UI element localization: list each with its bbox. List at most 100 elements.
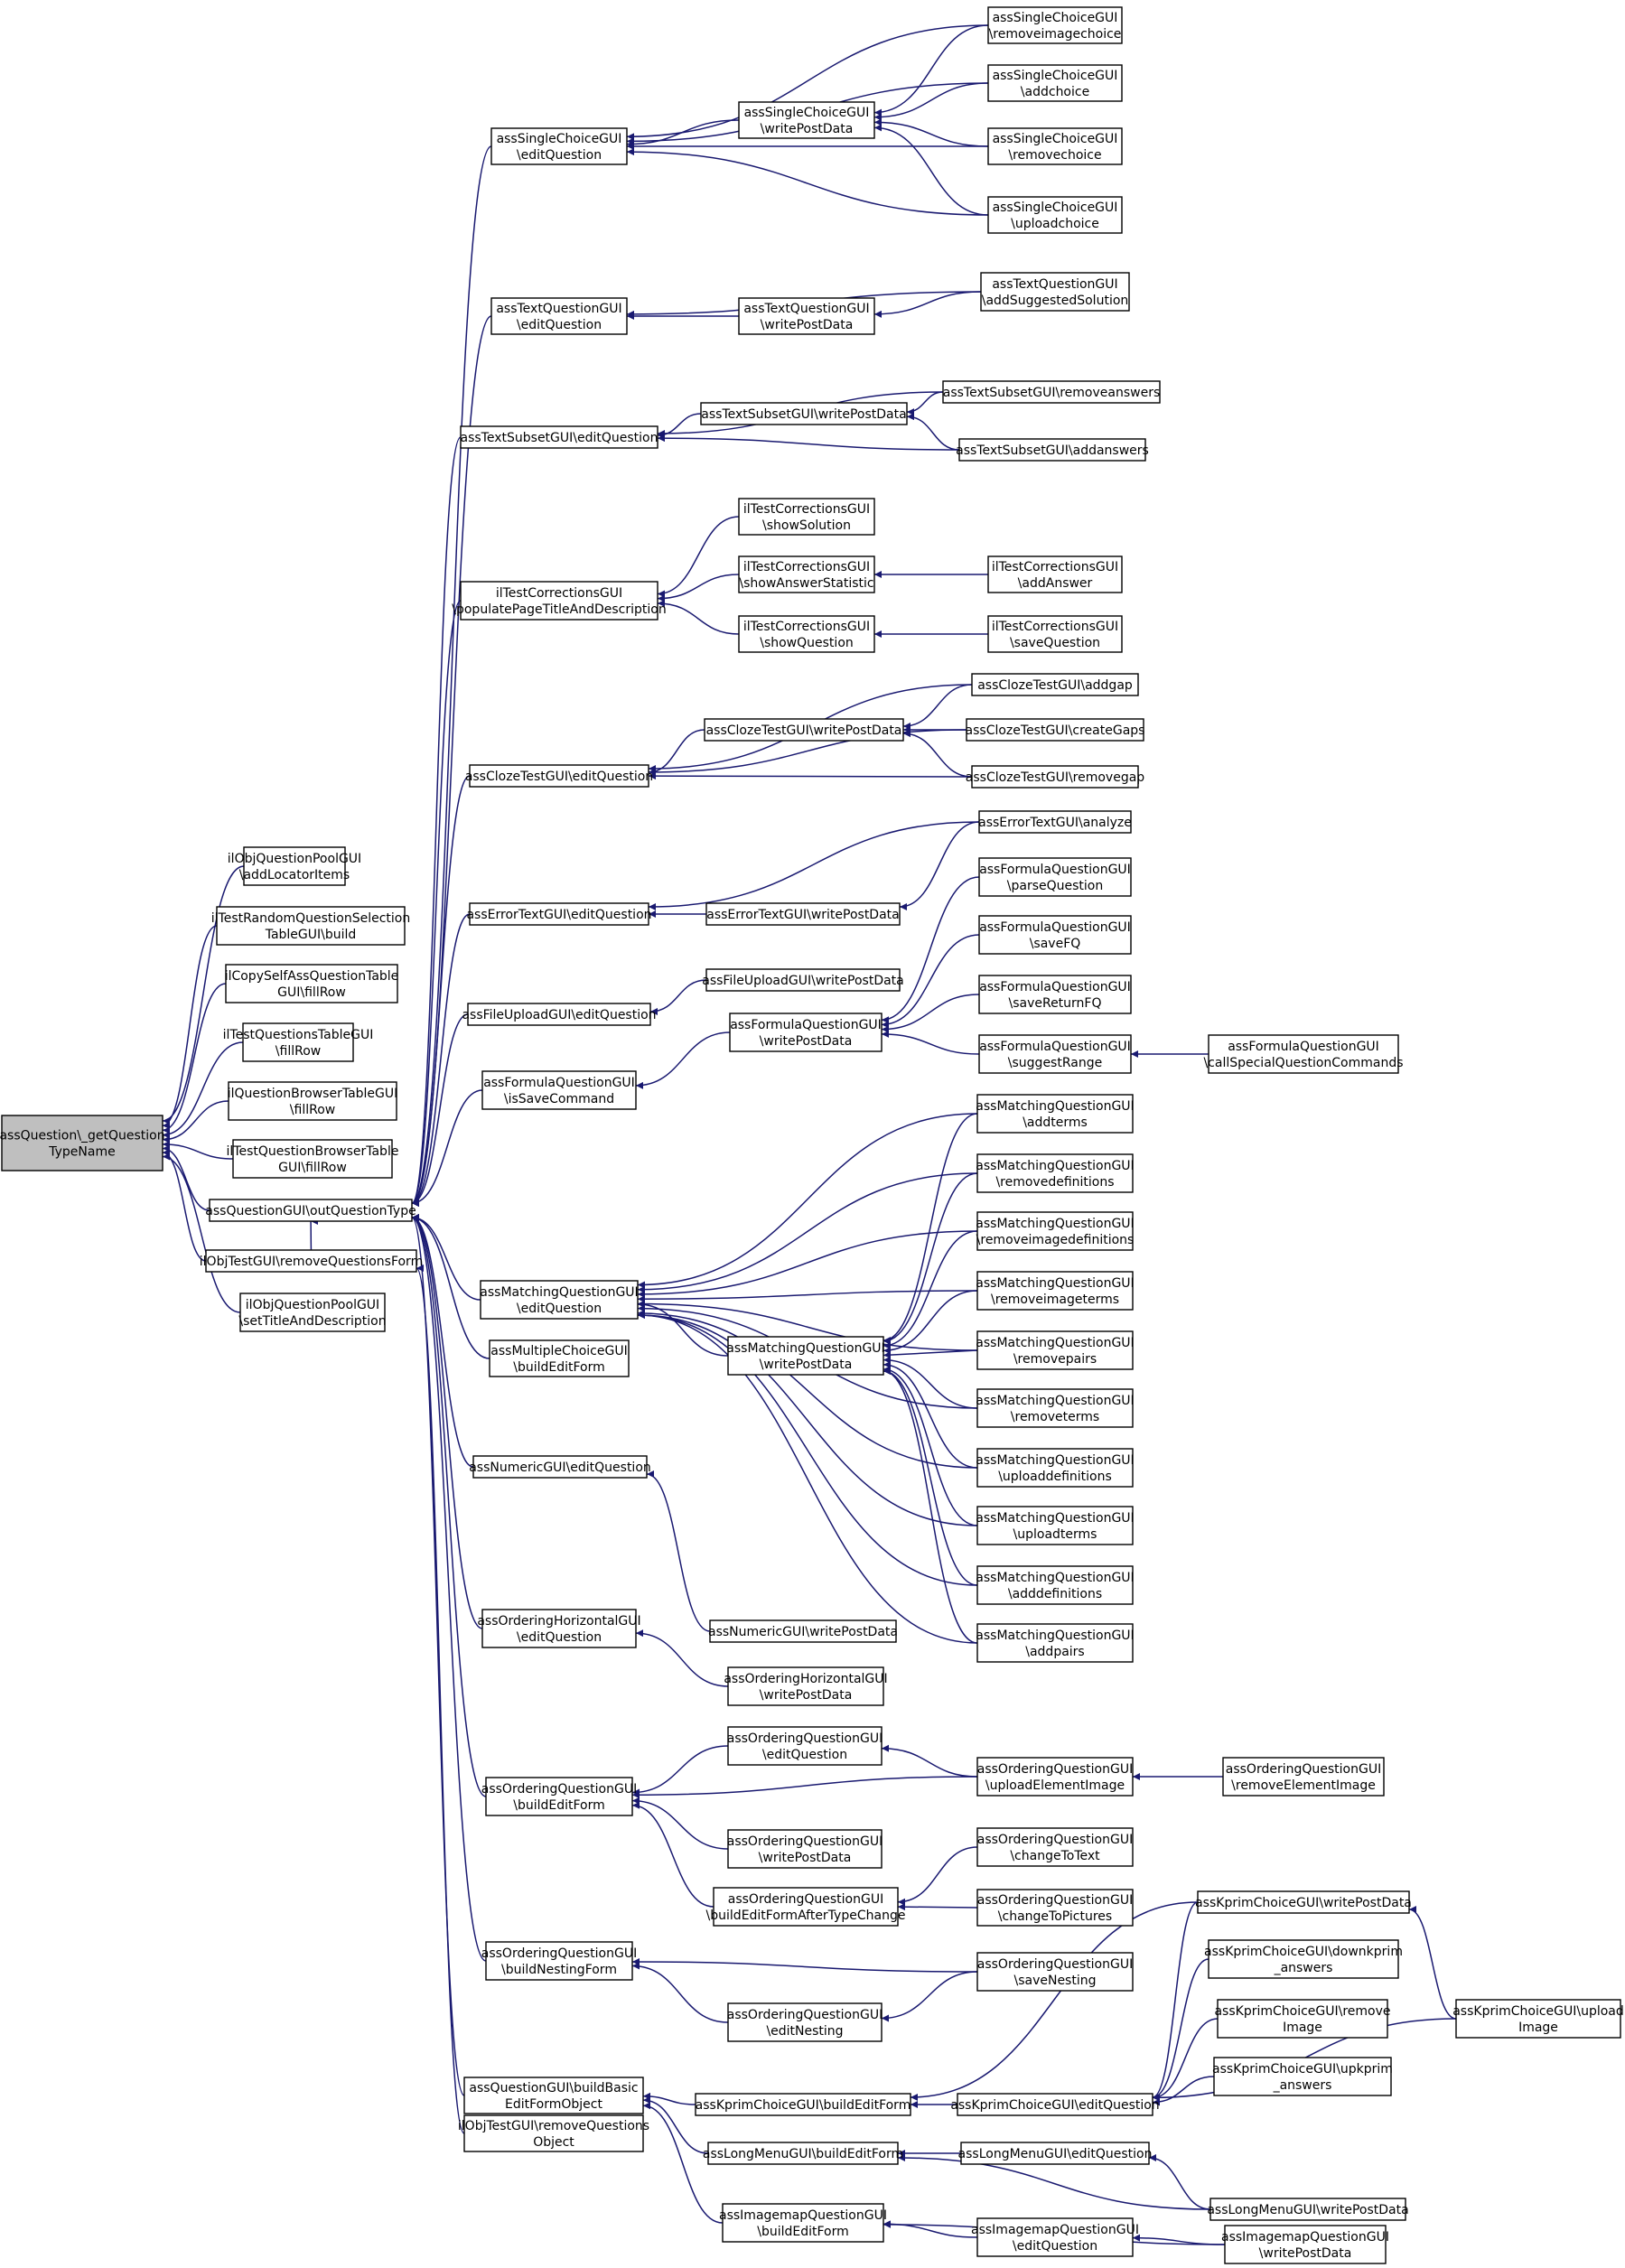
graph-node[interactable]: assKprimChoiceGUI\downkprim_answers [1204, 1939, 1403, 1979]
graph-node[interactable]: assOrderingQuestionGUI\buildEditFormAfte… [706, 1887, 906, 1927]
graph-node[interactable]: assTextQuestionGUI\addSuggestedSolution [980, 272, 1130, 312]
graph-node[interactable]: assMatchingQuestionGUI\removeimageterms [976, 1271, 1135, 1311]
graph-node[interactable]: assSingleChoiceGUI\writePostData [738, 101, 875, 139]
graph-node[interactable]: assOrderingQuestionGUI\uploadElementImag… [976, 1757, 1134, 1797]
call-edge [1152, 1958, 1209, 2101]
graph-node[interactable]: assMatchingQuestionGUI\adddefinitions [976, 1565, 1135, 1605]
graph-node[interactable]: assOrderingQuestionGUI\changeToText [976, 1827, 1134, 1867]
graph-node[interactable]: ilObjQuestionPoolGUI\setTitleAndDescript… [238, 1293, 387, 1332]
call-edge [162, 1041, 244, 1139]
graph-node[interactable]: assNumericGUI\writePostData [708, 1619, 898, 1643]
graph-node[interactable]: assLongMenuGUI\buildEditForm [703, 2142, 903, 2165]
graph-node[interactable]: assMatchingQuestionGUI\removeimagedefini… [976, 1211, 1135, 1251]
graph-node[interactable]: assOrderingQuestionGUI\saveNesting [976, 1952, 1134, 1992]
graph-node[interactable]: assMatchingQuestionGUI\removepairs [976, 1330, 1135, 1370]
graph-node[interactable]: ilTestCorrectionsGUI\showAnswerStatistic [738, 555, 875, 593]
graph-node[interactable]: assOrderingQuestionGUI\editNesting [727, 2002, 883, 2042]
graph-node[interactable]: assErrorTextGUI\writePostData [705, 902, 901, 926]
graph-node[interactable]: ilTestCorrectionsGUI\showSolution [738, 498, 875, 536]
graph-node[interactable]: assOrderingQuestionGUI\buildNestingForm [481, 1941, 637, 1981]
graph-node[interactable]: assMatchingQuestionGUI\uploaddefinitions [976, 1448, 1135, 1488]
graph-node[interactable]: assTextSubsetGUI\addanswers [956, 438, 1149, 462]
graph-node[interactable]: assFormulaQuestionGUI\parseQuestion [978, 857, 1132, 897]
graph-node[interactable]: ilQuestionBrowserTableGUI\fillRow [228, 1081, 398, 1121]
graph-node[interactable]: assErrorTextGUI\analyze [978, 810, 1132, 834]
graph-node[interactable]: ilTestCorrectionsGUI\populatePageTitleAn… [452, 581, 667, 621]
graph-node[interactable]: assMatchingQuestionGUI\addpairs [976, 1623, 1135, 1663]
graph-node[interactable]: assSingleChoiceGUI\removechoice [987, 127, 1123, 165]
graph-node[interactable]: assErrorTextGUI\editQuestion [466, 902, 652, 926]
graph-node[interactable]: assKprimChoiceGUI\writePostData [1195, 1890, 1412, 1914]
node-label: \addLocatorItems [239, 868, 350, 882]
graph-node[interactable]: assTextSubsetGUI\removeanswers [942, 380, 1161, 404]
graph-node[interactable]: assImagemapQuestionGUI\writePostData [1221, 2225, 1389, 2264]
graph-node[interactable]: assMatchingQuestionGUI\writePostData [726, 1336, 885, 1376]
node-label: \removedefinitions [995, 1175, 1114, 1190]
graph-node[interactable]: assSingleChoiceGUI\addchoice [987, 64, 1123, 102]
graph-node[interactable]: assOrderingQuestionGUI\removeElementImag… [1222, 1757, 1385, 1797]
call-edge [883, 1366, 978, 1526]
graph-node[interactable]: assOrderingHorizontalGUI\editQuestion [477, 1609, 641, 1648]
graph-node[interactable]: assTextQuestionGUI\writePostData [738, 297, 875, 335]
graph-node[interactable]: assFormulaQuestionGUI\callSpecialQuestio… [1203, 1034, 1404, 1074]
graph-node[interactable]: assFileUploadGUI\writePostData [702, 968, 904, 992]
graph-node[interactable]: ilObjTestGUI\removeQuestionsForm [200, 1249, 423, 1273]
graph-node[interactable]: assMatchingQuestionGUI\editQuestion [480, 1280, 639, 1320]
graph-node[interactable]: assSingleChoiceGUI\editQuestion [490, 127, 628, 165]
graph-node[interactable]: assFormulaQuestionGUI\saveReturnFQ [978, 975, 1132, 1014]
graph-node[interactable]: assClozeTestGUI\editQuestion [465, 764, 653, 788]
graph-node[interactable]: assClozeTestGUI\writePostData [704, 718, 904, 742]
graph-node[interactable]: assOrderingHorizontalGUI\writePostData [724, 1666, 888, 1706]
graph-node[interactable]: ilTestCorrectionsGUI\showQuestion [738, 615, 875, 653]
graph-node[interactable]: assFormulaQuestionGUI\isSaveCommand [481, 1070, 637, 1110]
graph-node[interactable]: assMatchingQuestionGUI\uploadterms [976, 1506, 1135, 1545]
graph-node[interactable]: ilTestCorrectionsGUI\saveQuestion [987, 615, 1123, 653]
graph-node[interactable]: assMultipleChoiceGUI\buildEditForm [489, 1339, 630, 1377]
graph-node[interactable]: assSingleChoiceGUI\uploadchoice [987, 196, 1123, 234]
graph-node[interactable]: assImagemapQuestionGUI\buildEditForm [719, 2203, 887, 2243]
graph-node[interactable]: assMatchingQuestionGUI\removedefinitions [976, 1153, 1135, 1193]
graph-node[interactable]: assMatchingQuestionGUI\addterms [976, 1094, 1135, 1134]
graph-node[interactable]: assFormulaQuestionGUI\writePostData [729, 1013, 883, 1052]
graph-node[interactable]: assFormulaQuestionGUI\saveFQ [978, 915, 1132, 955]
graph-node[interactable]: assKprimChoiceGUI\buildEditForm [695, 2093, 911, 2116]
graph-node[interactable]: assImagemapQuestionGUI\editQuestion [971, 2217, 1139, 2257]
graph-node[interactable]: assQuestionGUI\outQuestionType [205, 1199, 416, 1222]
graph-node[interactable]: assTextSubsetGUI\editQuestion [460, 425, 658, 449]
graph-node[interactable]: ilTestCorrectionsGUI\addAnswer [987, 555, 1123, 593]
graph-node[interactable]: assLongMenuGUI\editQuestion [958, 2142, 1153, 2165]
graph-node[interactable]: assNumericGUI\editQuestion [469, 1455, 651, 1479]
graph-node[interactable]: assClozeTestGUI\addgap [971, 673, 1139, 696]
graph-node[interactable]: assLongMenuGUI\writePostData [1207, 2198, 1409, 2221]
graph-node[interactable]: assSingleChoiceGUI\removeimagechoice [987, 6, 1123, 44]
graph-node[interactable]: assKprimChoiceGUI\upkprim_answers [1212, 2057, 1393, 2096]
graph-node[interactable]: assClozeTestGUI\createGaps [966, 718, 1145, 742]
graph-node[interactable]: assKprimChoiceGUI\editQuestion [950, 2093, 1160, 2116]
graph-node[interactable]: assOrderingQuestionGUI\buildEditForm [481, 1777, 637, 1816]
graph-node[interactable]: assTextQuestionGUI\editQuestion [490, 297, 628, 335]
graph-node[interactable]: assTextSubsetGUI\writePostData [700, 402, 908, 425]
graph-node[interactable]: assMatchingQuestionGUI\removeterms [976, 1388, 1135, 1428]
node-box [958, 438, 1146, 462]
graph-node[interactable]: assClozeTestGUI\removegap [966, 765, 1144, 789]
call-edge [642, 2102, 724, 2224]
graph-node[interactable]: assFormulaQuestionGUI\suggestRange [978, 1034, 1132, 1074]
graph-node[interactable]: assOrderingQuestionGUI\editQuestion [727, 1726, 883, 1766]
graph-node[interactable]: assOrderingQuestionGUI\writePostData [727, 1829, 883, 1869]
graph-node[interactable]: ilTestQuestionsTableGUI\fillRow [223, 1022, 374, 1062]
graph-node[interactable]: assFileUploadGUI\editQuestion [462, 1003, 657, 1026]
graph-node[interactable]: ilTestRandomQuestionSelectionTableGUI\bu… [211, 906, 410, 946]
node-label: assMatchingQuestionGUI [976, 1336, 1134, 1350]
graph-node[interactable]: ilObjQuestionPoolGUI\addLocatorItems [228, 846, 361, 886]
edges [162, 24, 1457, 2245]
graph-node[interactable]: assOrderingQuestionGUI\changeToPictures [976, 1889, 1134, 1927]
node-label: TypeName [48, 1145, 115, 1160]
node-box [987, 127, 1123, 165]
